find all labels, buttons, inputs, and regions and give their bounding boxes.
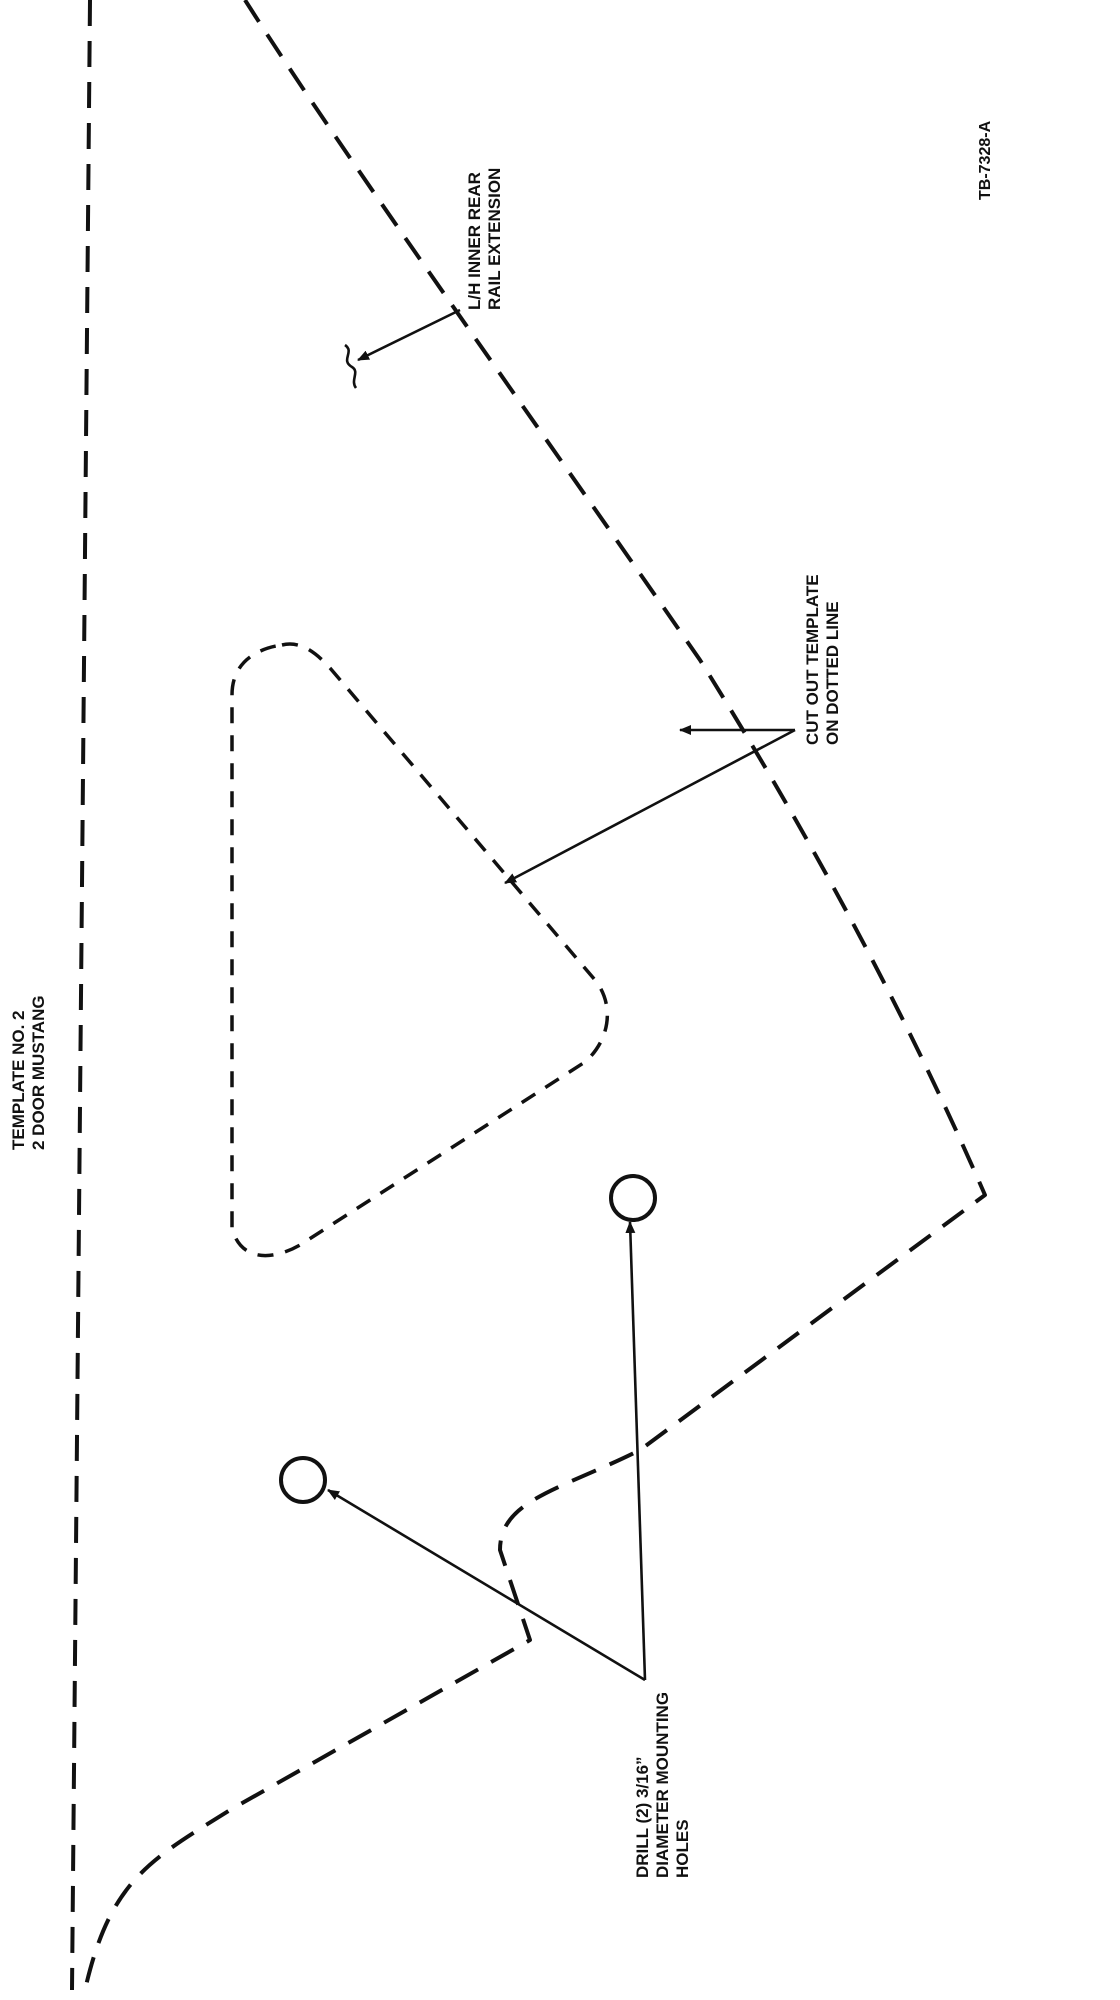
template-outer-cut-line: [83, 0, 987, 1991]
cut-out-label-line1: CUT OUT TEMPLATE: [803, 574, 822, 745]
template-title-line2: 2 DOOR MUSTANG: [29, 995, 48, 1150]
drill-label-line2: DIAMETER MOUNTING: [653, 1692, 672, 1878]
rail-extension-leader: [357, 308, 461, 362]
figure-number: TB-7328-A: [977, 120, 994, 200]
drill-leader-right-hole: [625, 1221, 647, 1681]
template-title-line1: TEMPLATE NO. 2: [9, 1011, 28, 1150]
rail-extension-label-line1: L/H INNER REAR: [465, 172, 484, 310]
template-left-edge: [70, 0, 92, 1991]
triangular-cutout: [230, 642, 609, 1258]
drill-label-line1: DRILL (2) 3/16”: [633, 1756, 652, 1878]
rail-extension-label-line2: RAIL EXTENSION: [485, 168, 504, 310]
rail-extension-squiggle: [344, 343, 358, 389]
drill-label-line3: HOLES: [673, 1819, 692, 1878]
drill-leader-left-hole: [327, 1488, 646, 1682]
mounting-hole: [279, 1456, 327, 1504]
cut-out-leader-inner: [504, 728, 796, 885]
mounting-hole: [609, 1174, 657, 1222]
cut-out-label-line2: ON DOTTED LINE: [823, 601, 842, 745]
